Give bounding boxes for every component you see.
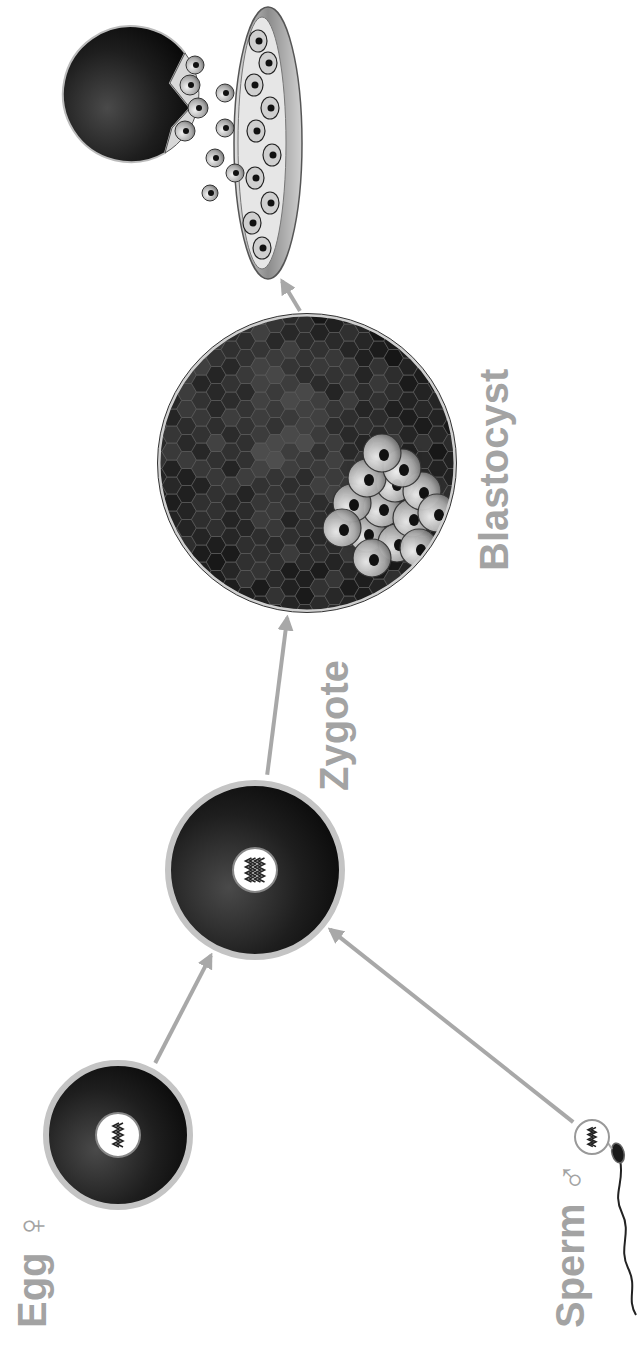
sperm-cell: Sperm ♂: [574, 1119, 610, 1155]
stage-label: Blastocyst: [472, 369, 516, 571]
stage-label: Zygote: [312, 660, 356, 791]
arrow-connector: [267, 618, 287, 775]
arrow-connector: [155, 955, 211, 1063]
stage-label: Egg ♀: [10, 1211, 54, 1328]
cell-outline: [574, 1119, 610, 1155]
stage-label: Sperm ♂: [548, 1162, 592, 1328]
egg-cell: Egg ♀: [43, 1060, 193, 1210]
cell-outline: [157, 313, 457, 613]
cell-outline: [43, 1060, 193, 1210]
cell-outline: [165, 780, 345, 960]
arrow-connector: [330, 930, 573, 1123]
zygote-cell: Zygote: [165, 780, 345, 960]
blastocyst: Blastocyst: [157, 313, 457, 613]
